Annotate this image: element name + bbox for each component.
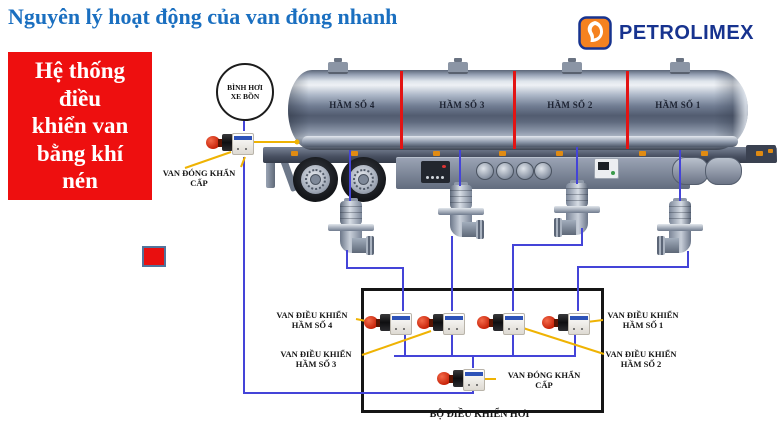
petrolimex-logo: PETROLIMEX bbox=[578, 16, 754, 50]
meter-box bbox=[594, 158, 619, 179]
side-marker-light bbox=[756, 151, 763, 156]
api-coupler-icon bbox=[534, 162, 552, 180]
label-control-valve-c1: VAN ĐIỀU KHIỂN HẦM SỐ 1 bbox=[607, 310, 679, 331]
label-control-unit: BỘ ĐIỀU KHIỂN HƠI bbox=[429, 409, 530, 420]
side-marker-light bbox=[433, 151, 440, 156]
brand-name: PETROLIMEX bbox=[619, 21, 755, 44]
emergency-valve-box bbox=[437, 366, 485, 392]
compartment-divider bbox=[400, 71, 403, 149]
compartment-label-1: HẦM SỐ 1 bbox=[655, 100, 701, 110]
manhole-vent-icon bbox=[448, 58, 468, 74]
label-control-valve-c3: VAN ĐIỀU KHIỂN HẦM SỐ 3 bbox=[280, 349, 352, 370]
red-bullet-square bbox=[142, 246, 166, 267]
side-marker-light bbox=[499, 151, 506, 156]
wheel bbox=[341, 157, 386, 202]
compartment-label-4: HẦM SỐ 4 bbox=[329, 100, 375, 110]
compartment-label-2: HẦM SỐ 2 bbox=[547, 100, 593, 110]
side-marker-light bbox=[639, 151, 646, 156]
page-title: Nguyên lý hoạt động của van đóng nhanh bbox=[8, 4, 398, 29]
side-marker-light bbox=[291, 151, 298, 156]
emergency-valve-main bbox=[206, 130, 254, 156]
info-box: Hệ thống điều khiển van bằng khí nén bbox=[8, 52, 152, 200]
air-tank-label: BÌNH HƠI XE BỒN bbox=[227, 82, 263, 101]
control-valve-c4 bbox=[364, 310, 412, 336]
discharge-pipe bbox=[302, 136, 738, 147]
api-coupler-icon bbox=[476, 162, 494, 180]
bottom-elbow-valve-c4 bbox=[328, 198, 374, 260]
control-valve-c2 bbox=[477, 310, 525, 336]
compartment-divider bbox=[513, 71, 516, 149]
compartment-label-3: HẦM SỐ 3 bbox=[439, 100, 485, 110]
control-valve-c3 bbox=[417, 310, 465, 336]
side-marker-light bbox=[556, 151, 563, 156]
manhole-vent-icon bbox=[562, 58, 582, 74]
air-tank-circle: BÌNH HƠI XE BỒN bbox=[216, 63, 274, 121]
rear-fender bbox=[705, 157, 742, 185]
air-control-unit-box bbox=[361, 288, 604, 413]
api-coupler-icon bbox=[516, 162, 534, 180]
label-control-valve-c2: VAN ĐIỀU KHIỂN HẦM SỐ 2 bbox=[605, 349, 677, 370]
rear-fender bbox=[672, 157, 709, 185]
side-marker-light bbox=[701, 151, 708, 156]
manhole-vent-icon bbox=[328, 58, 348, 74]
bottom-elbow-valve-c3 bbox=[438, 182, 484, 244]
wheel bbox=[293, 157, 338, 202]
api-coupler-icon bbox=[496, 162, 514, 180]
control-panel-box bbox=[421, 161, 450, 183]
label-control-valve-c4: VAN ĐIỀU KHIỂN HẦM SỐ 4 bbox=[276, 310, 348, 331]
control-valve-c1 bbox=[542, 310, 590, 336]
side-marker-light bbox=[351, 151, 358, 156]
petrolimex-flame-icon bbox=[578, 16, 612, 50]
manhole-vent-icon bbox=[670, 58, 690, 74]
bottom-elbow-valve-c2 bbox=[554, 180, 600, 242]
label-emergency-valve-box: VAN ĐÓNG KHẨN CẤP bbox=[507, 370, 581, 391]
compartment-divider bbox=[626, 71, 629, 149]
label-emergency-valve-top: VAN ĐÓNG KHẨN CẤP bbox=[162, 168, 236, 189]
bottom-elbow-valve-c1 bbox=[657, 198, 703, 260]
info-box-text: Hệ thống điều khiển van bằng khí nén bbox=[31, 58, 129, 194]
